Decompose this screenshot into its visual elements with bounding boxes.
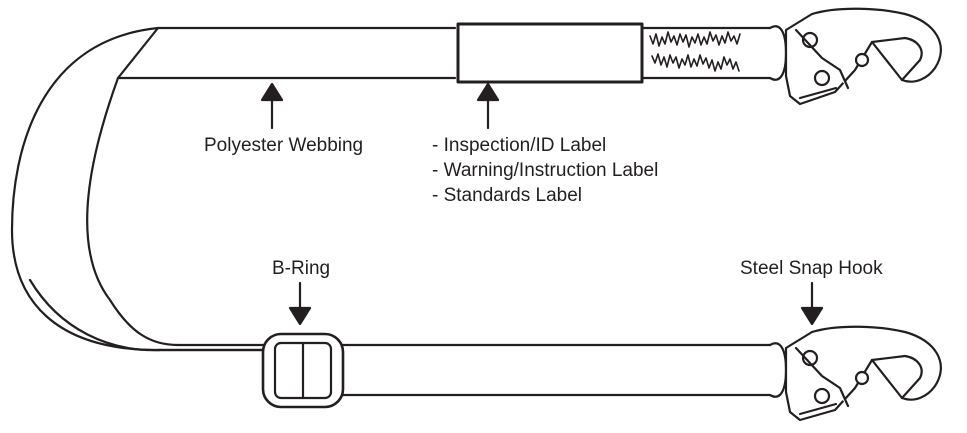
b-ring — [261, 332, 345, 409]
callout-steel-snap-hook: Steel Snap Hook — [740, 258, 883, 279]
callout-inspection-id-label: - Inspection/ID Label — [432, 135, 607, 156]
callout-standards-label: - Standards Label — [432, 185, 582, 206]
label-band — [456, 22, 644, 84]
callout-b-ring: B-Ring — [272, 258, 331, 279]
stitching-pattern — [649, 31, 741, 72]
callout-polyester-webbing: Polyester Webbing — [204, 135, 364, 156]
steel-snap-hook-top — [768, 7, 942, 106]
polyester-webbing — [10, 26, 772, 397]
arrow-labels — [476, 82, 500, 130]
arrow-snap-hook — [800, 281, 824, 326]
arrow-webbing — [260, 82, 284, 130]
callout-labels-list: - Inspection/ID Label - Warning/Instruct… — [432, 133, 658, 208]
callout-warning-instruction-label: - Warning/Instruction Label — [432, 160, 659, 181]
steel-snap-hook-bottom — [768, 325, 942, 422]
arrow-b-ring — [288, 281, 312, 326]
